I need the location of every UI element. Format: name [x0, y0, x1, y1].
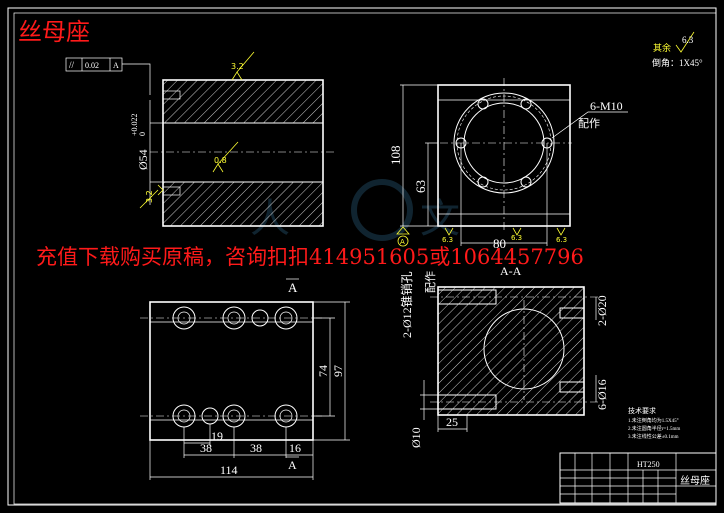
view-label-a: A — [288, 280, 298, 295]
tech-item-2: 2.未注圆角半径r=1.5mm — [628, 425, 680, 432]
dim-16: 16 — [289, 441, 301, 455]
section-marker-a: A — [288, 458, 297, 472]
title-block-material: HT250 — [637, 460, 660, 469]
roughness-side-c: 6.3 — [556, 236, 567, 244]
thread-note: 配作 — [578, 117, 600, 130]
dim-19: 19 — [211, 429, 223, 443]
roughness-top: 3.2 — [231, 62, 244, 71]
tech-item-1: 1.未注倒角均为1.5X45° — [628, 417, 679, 424]
dim-63: 63 — [413, 180, 428, 193]
dim-80: 80 — [493, 236, 506, 251]
gdt-parallelism-symbol: // — [69, 60, 75, 70]
title-block: HT250 丝母座 — [559, 452, 717, 504]
roughness-note-symbol — [675, 31, 695, 53]
dim-diameter-tol-upper: +0.022 — [130, 113, 139, 136]
dim-diameter-tol-lower: 0 — [138, 132, 147, 136]
hole-note: 配作 — [424, 271, 437, 293]
roughness-left: 3.2 — [145, 190, 154, 203]
dim-25: 25 — [446, 415, 458, 429]
roughness-side-b: 6.3 — [511, 234, 522, 242]
top-body — [149, 301, 314, 441]
roughness-note-value: 6.3 — [682, 35, 694, 45]
roughness-mid: 0.8 — [214, 156, 227, 165]
dim-38-a: 38 — [200, 441, 212, 455]
datum-a-marker: A — [400, 238, 405, 246]
tech-requirements: 技术要求 1.未注倒角均为1.5X45° 2.未注圆角半径r=1.5mm 3.未… — [628, 406, 680, 440]
dim-114: 114 — [220, 463, 238, 477]
gdt-datum-ref: A — [113, 61, 119, 70]
dim-97: 97 — [331, 365, 345, 377]
tech-item-3: 3.未注线性公差±0.1mm — [628, 433, 679, 440]
dim-74: 74 — [316, 365, 330, 377]
section-view: A-A 2-Ø12锥销孔 配作 2-Ø20 6-Ø16 Ø10 25 — [400, 264, 609, 448]
roughness-side-a: 6.3 — [442, 236, 453, 244]
tech-heading: 技术要求 — [628, 406, 656, 415]
dim-010: Ø10 — [409, 427, 423, 448]
hole-callout: 2-Ø12锥销孔 — [400, 271, 414, 338]
dim-6-016: 6-Ø16 — [595, 379, 609, 410]
gdt-frame — [65, 57, 123, 72]
side-view: 6-M10 配作 108 63 80 6.3 6.3 6.3 A — [388, 78, 628, 251]
svg-text:文: 文 — [420, 196, 460, 242]
section-label: A-A — [500, 264, 522, 278]
top-view: A 19 38 38 16 114 A — [140, 278, 350, 480]
chamfer-note: 倒角：1X45° — [652, 57, 703, 68]
gdt-parallelism-value: 0.02 — [85, 61, 99, 70]
corner-title: 丝母座 — [18, 18, 90, 46]
dim-2-020: 2-Ø20 — [595, 295, 609, 326]
dim-108: 108 — [388, 146, 403, 166]
roughness-note-label: 其余 — [653, 42, 671, 54]
promo-banner: 充值下载购买原稿，咨询扣扣414951605或1064457796 — [36, 245, 584, 269]
title-block-part-name: 丝母座 — [680, 474, 710, 487]
dim-diameter: Ø54 — [136, 149, 150, 170]
dim-38-b: 38 — [250, 441, 262, 455]
drawing-inner-frame — [13, 12, 717, 505]
front-view: // 0.02 A Ø54 +0.022 0 3.2 0.8 3.2 — [65, 51, 335, 227]
thread-callout: 6-M10 — [590, 99, 623, 113]
